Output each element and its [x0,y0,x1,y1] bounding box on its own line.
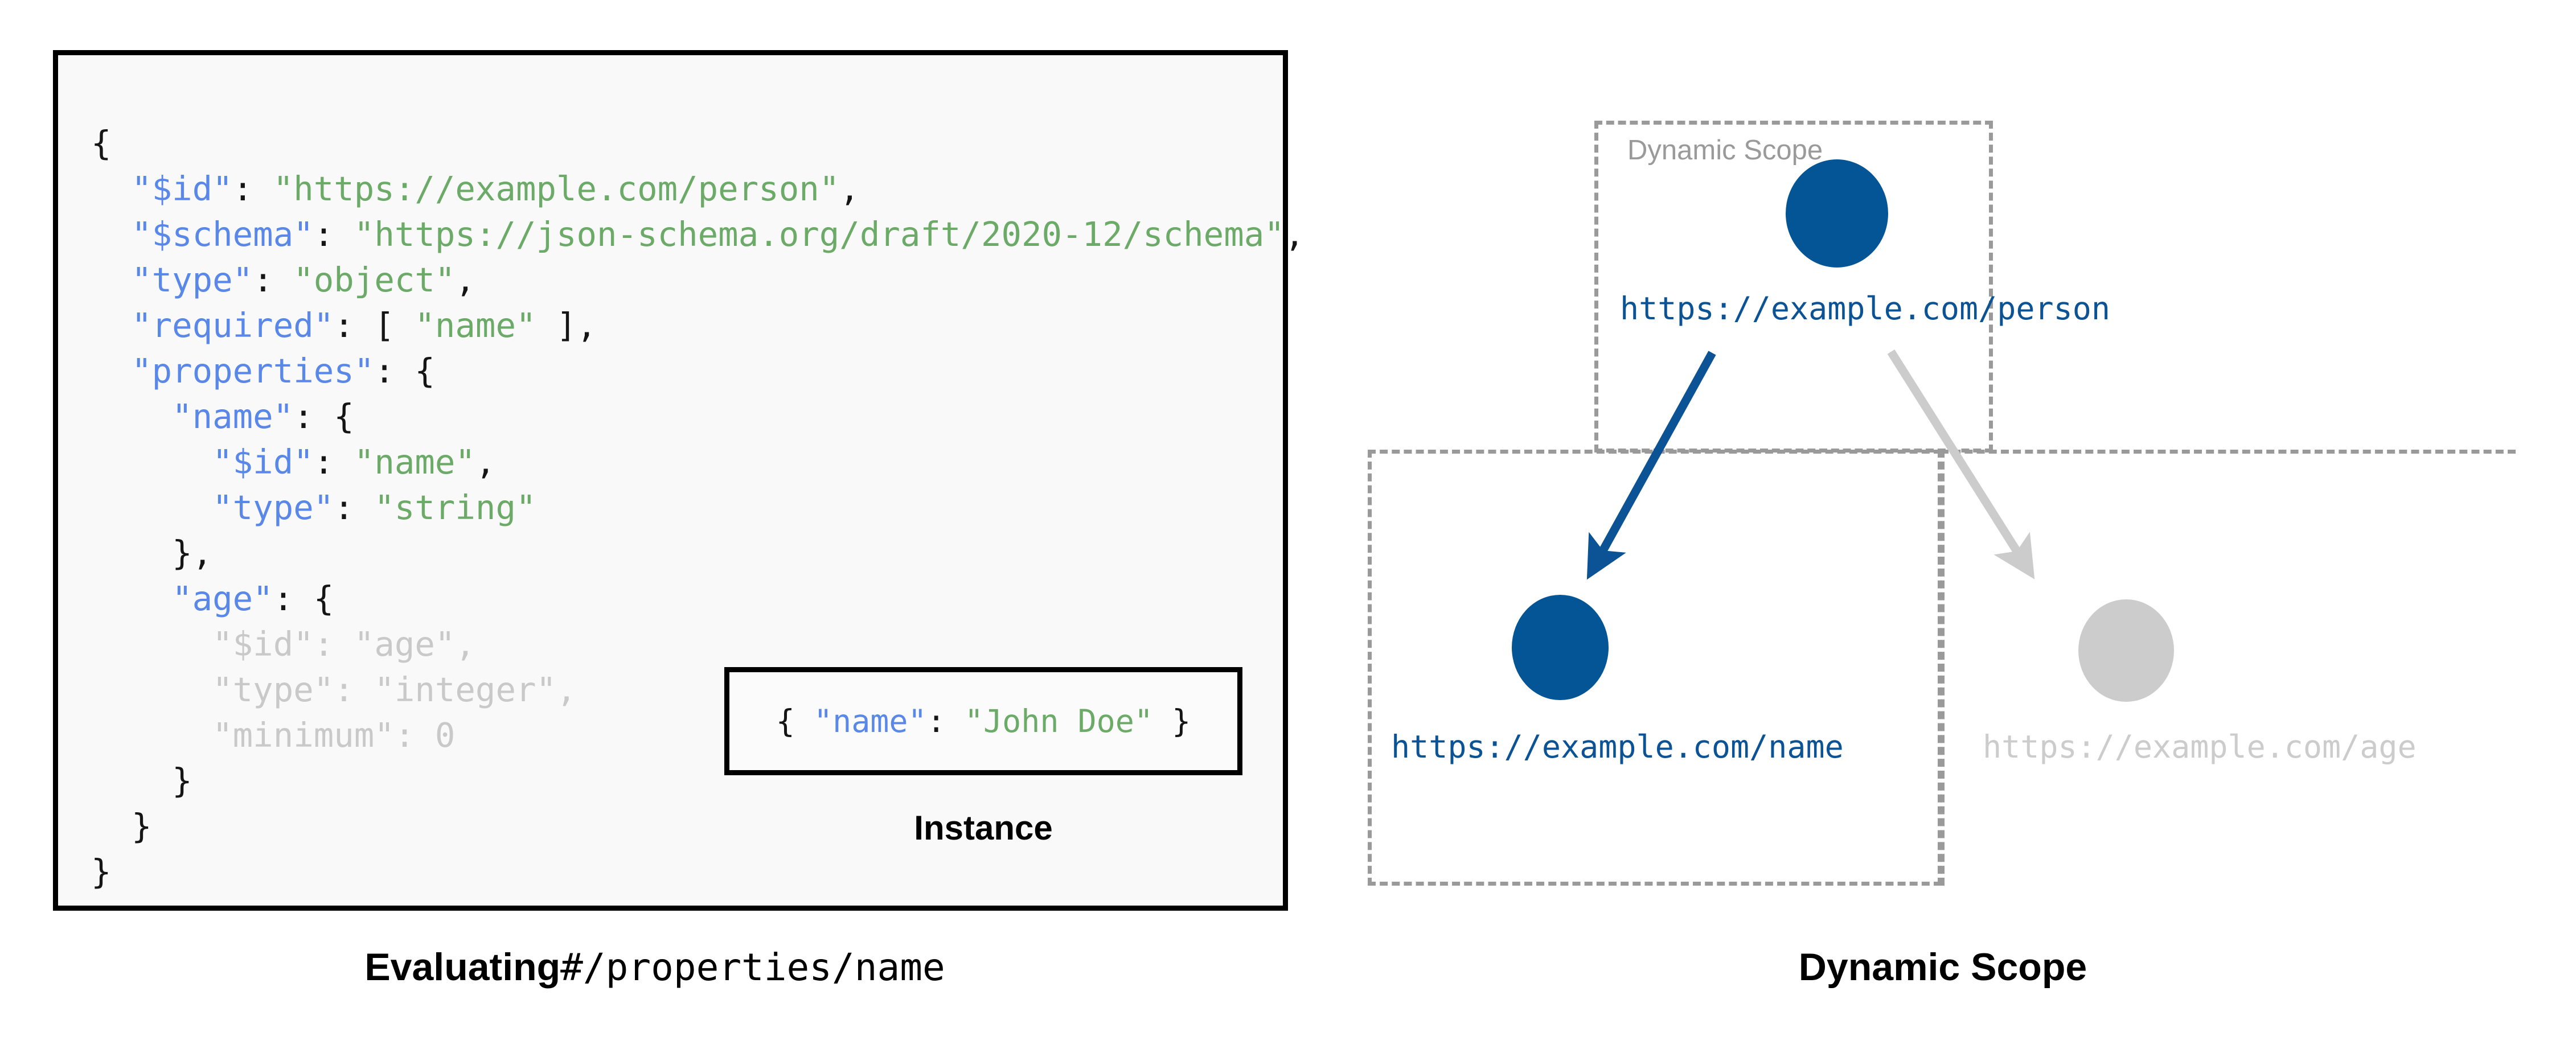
schema-code-line: "$id": "age", [91,622,1305,667]
node-name-circle [1512,595,1609,700]
schema-token-str: "string" [374,488,536,527]
scope-box-name [1368,450,1942,886]
schema-token-dim: "minimum" [212,715,395,755]
schema-token-key: "$id" [132,169,233,208]
schema-token-key: "type" [212,488,334,527]
schema-token-punct: }, [172,533,213,573]
schema-token-dim: : [394,715,435,755]
schema-token-punct: } [132,807,152,846]
schema-code-line: { [91,121,1305,166]
schema-code-line: "name": { [91,394,1305,439]
dynamic-scope-box-label: Dynamic Scope [1627,135,1823,166]
schema-code-line: "type": "object", [91,257,1305,303]
instance-token-punct: : [926,703,965,739]
instance-code-text: { "name": "John Doe" } [729,672,1237,770]
schema-token-punct: : [334,488,375,527]
schema-token-dim: , [556,670,577,709]
instance-token-string: "John Doe" [964,703,1154,739]
evaluating-caption-bold: Evaluating [364,945,561,989]
schema-token-key: "age" [172,579,273,618]
schema-token-key: "required" [132,306,334,345]
schema-code-line: } [91,849,1305,895]
schema-code-line: } [91,758,1305,804]
schema-token-dim: : [334,670,375,709]
scope-box-root [1594,121,1993,453]
schema-code-line: "properties": { [91,348,1305,394]
schema-token-punct: : { [293,397,354,436]
schema-token-punct: { [91,124,112,163]
schema-token-punct: : [313,215,354,254]
schema-token-dim: "$id" [212,624,314,664]
schema-code-line: } [91,804,1305,849]
instance-token-punct: { [776,703,814,739]
schema-token-punct: , [1284,215,1305,254]
schema-code-line: "$id": "https://example.com/person", [91,166,1305,212]
node-age-label: https://example.com/age [1983,729,2417,765]
schema-code-line: "$schema": "https://json-schema.org/draf… [91,212,1305,257]
scope-box-age [1941,450,2516,886]
node-name-label: https://example.com/name [1391,729,1844,765]
schema-token-punct: : [ [334,306,415,345]
schema-token-key: "name" [172,397,294,436]
schema-token-key: "properties" [132,351,375,390]
schema-token-punct: : [253,260,294,299]
instance-token-key: "name" [813,703,927,739]
schema-token-punct: : { [374,351,435,390]
evaluating-caption-pointer: #/properties/name [560,945,945,989]
schema-token-punct: } [172,761,192,800]
evaluating-caption: Evaluating#/properties/name [0,945,1310,989]
node-person-circle [1786,159,1888,268]
schema-code-block: { "$id": "https://example.com/person", "… [53,50,1305,911]
schema-token-punct: , [475,442,496,482]
schema-token-punct: } [91,852,112,891]
instance-token-punct: } [1153,703,1191,739]
schema-token-str: "object" [293,260,456,299]
schema-code-line: "minimum": 0 [91,713,1305,758]
schema-token-key: "$schema" [132,215,314,254]
schema-token-dim: "integer" [374,670,557,709]
schema-token-punct: : [313,442,354,482]
instance-caption: Instance [914,809,1053,847]
schema-code-line: "required": [ "name" ], [91,303,1305,348]
schema-token-str: "https://json-schema.org/draft/2020-12/s… [354,215,1285,254]
dynamic-scope-panel: Dynamic Scope https://example.com/person… [1310,0,2576,1053]
schema-code-line: "$id": "name", [91,439,1305,485]
schema-code-line: "age": { [91,576,1305,622]
schema-token-str: "name" [415,306,536,345]
schema-token-punct: , [455,260,475,299]
schema-token-str: "name" [354,442,475,482]
schema-code-line: }, [91,530,1305,576]
node-age-circle [2078,599,2174,702]
schema-token-str: "https://example.com/person" [273,169,840,208]
dynamic-scope-caption: Dynamic Scope [1798,945,2087,989]
schema-token-key: "$id" [212,442,314,482]
schema-code-line: "type": "string" [91,485,1305,530]
node-person-label: https://example.com/person [1620,290,2110,327]
schema-token-punct: : [232,169,273,208]
schema-token-punct: ], [536,306,597,345]
schema-code-line: "type": "integer", [91,667,1305,713]
schema-token-key: "type" [132,260,253,299]
schema-code-text: { "$id": "https://example.com/person", "… [91,121,1305,895]
schema-token-dim: "type" [212,670,334,709]
schema-token-punct: , [839,169,860,208]
schema-panel: { "$id": "https://example.com/person", "… [0,50,1310,989]
instance-box: { "name": "John Doe" } [724,667,1242,775]
schema-token-punct: : { [273,579,334,618]
schema-token-dim: , [455,624,475,664]
schema-token-dim: 0 [434,715,456,755]
schema-token-dim: "age" [354,624,456,664]
schema-token-dim: : [313,624,354,664]
